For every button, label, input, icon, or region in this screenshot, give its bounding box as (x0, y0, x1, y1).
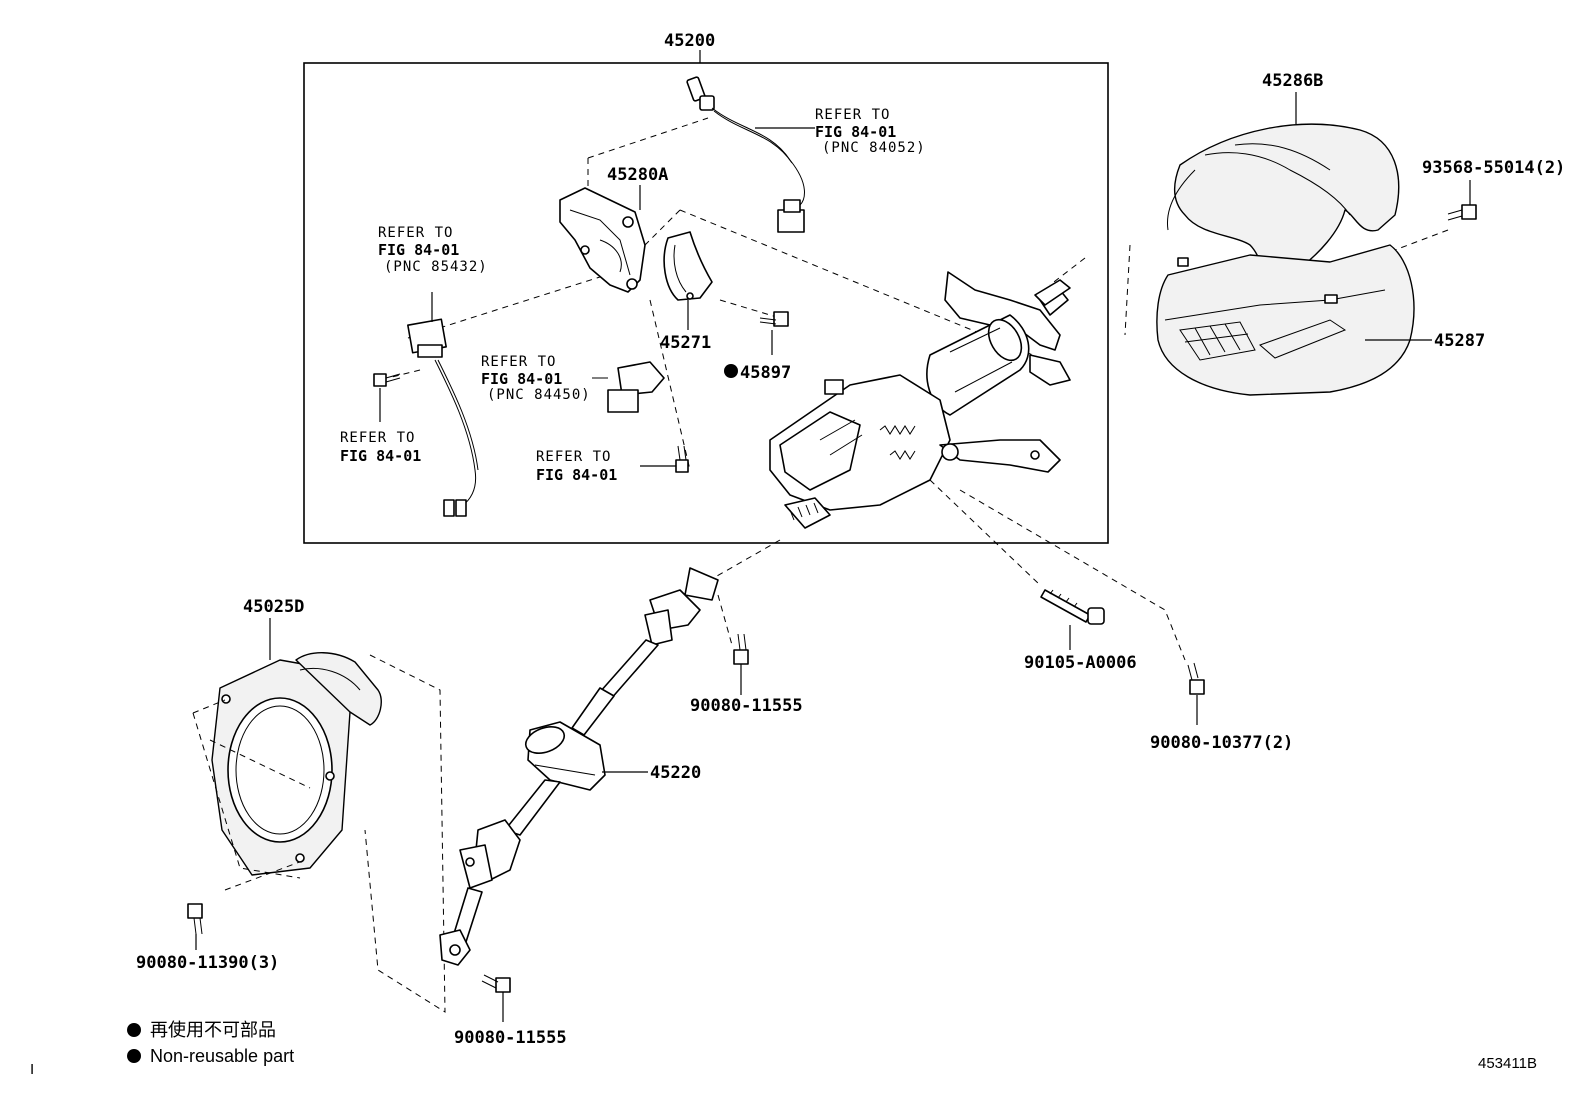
label-45220: 45220 (650, 763, 701, 783)
label-45200: 45200 (664, 31, 715, 51)
screw-90080-11555-upper (733, 633, 749, 665)
ref-center-line1: REFER TO (536, 449, 611, 465)
ref-84052-line1: REFER TO (815, 107, 890, 123)
cover-45286B (1166, 123, 1400, 301)
screw-90080-10377 (1187, 662, 1205, 695)
label-90105-A0006: 90105-A0006 (1024, 653, 1137, 673)
figure-code: 453411B (1478, 1055, 1537, 1072)
steering-column-body (769, 271, 1071, 529)
corner-mark: I (30, 1061, 34, 1078)
ref-84052-line3: (PNC 84052) (822, 140, 926, 156)
label-45897: 45897 (740, 363, 791, 383)
label-90080-11390: 90080-11390(3) (136, 953, 279, 973)
boot-45025D (211, 652, 382, 876)
sensor-84450 (592, 361, 665, 413)
bolt-90105-A0006 (1040, 589, 1105, 625)
sensor-85432 (407, 292, 479, 517)
label-90080-10377: 90080-10377(2) (1150, 733, 1293, 753)
label-45286B: 45286B (1262, 71, 1323, 91)
assembly-box-45200 (303, 62, 1109, 544)
ref-left-line1: REFER TO (340, 430, 415, 446)
shaft-45220 (439, 567, 719, 966)
label-45280A: 45280A (607, 165, 668, 185)
bolt-45897 (759, 311, 789, 327)
ref-84052-line2: FIG 84-01 (815, 123, 896, 141)
ref-84450-line1: REFER TO (481, 354, 556, 370)
legend-dot-jp (127, 1023, 141, 1037)
ref-84450-line3: (PNC 84450) (487, 387, 591, 403)
label-90080-11555-upper: 90080-11555 (690, 696, 803, 716)
ref-left-line2: FIG 84-01 (340, 447, 421, 465)
legend-en: Non-reusable part (150, 1046, 294, 1066)
ref-85432-line2: FIG 84-01 (378, 241, 459, 259)
ref-85432-line1: REFER TO (378, 225, 453, 241)
ref-84450-line2: FIG 84-01 (481, 370, 562, 388)
part-45271 (663, 231, 713, 301)
label-45287: 45287 (1434, 331, 1485, 351)
screw-left (373, 373, 401, 387)
screw-center (675, 445, 689, 473)
non-reusable-dot-45897 (724, 364, 738, 378)
sensor-wire-84052 (686, 76, 805, 233)
screw-93568 (1447, 204, 1477, 221)
legend-jp: 再使用不可部品 (150, 1020, 276, 1040)
part-45280A (559, 187, 646, 293)
ref-center-line2: FIG 84-01 (536, 466, 617, 484)
screw-90080-11555-lower (481, 974, 511, 993)
label-45025D: 45025D (243, 597, 304, 617)
ref-85432-line3: (PNC 85432) (384, 259, 488, 275)
screw-90080-11390 (187, 903, 203, 935)
label-93568: 93568-55014(2) (1422, 158, 1565, 178)
label-90080-11555-lower: 90080-11555 (454, 1028, 567, 1048)
label-45271: 45271 (660, 333, 711, 353)
legend-dot-en (127, 1049, 141, 1063)
cover-45287 (1156, 244, 1415, 396)
